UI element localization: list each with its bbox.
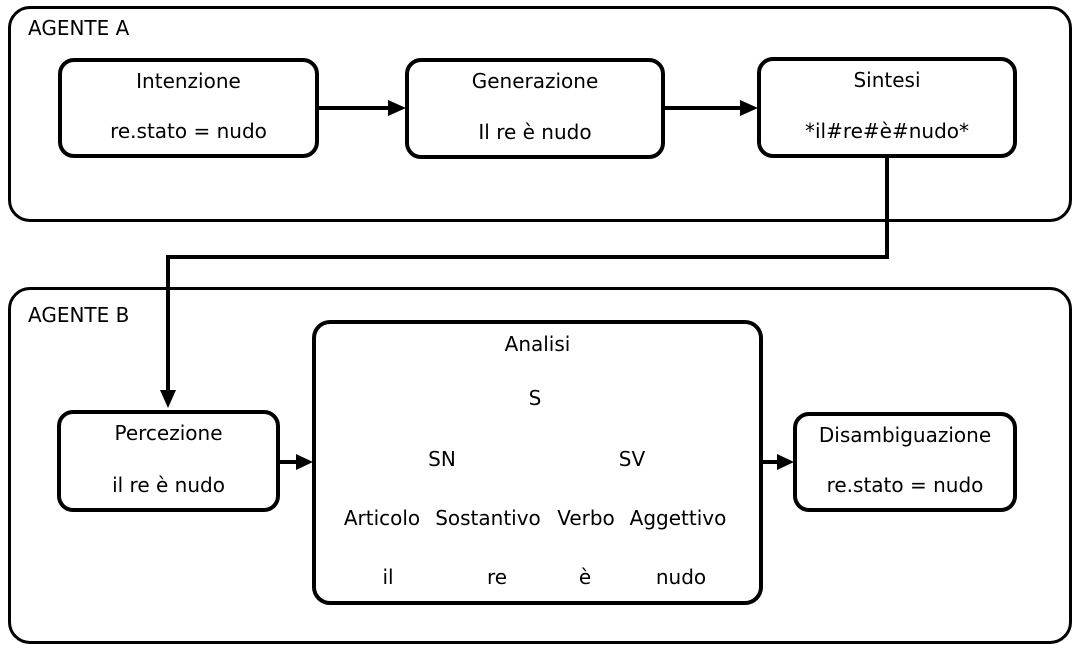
- perception-value: il re è nudo: [112, 473, 225, 497]
- intention-value: re.stato = nudo: [110, 119, 267, 143]
- analysis-title: Analisi: [504, 332, 571, 356]
- disambiguation-title: Disambiguazione: [818, 423, 992, 447]
- intention-box: Intenzione re.stato = nudo: [58, 58, 319, 158]
- tree-node-sn: SN: [428, 447, 456, 471]
- tree-node-sostantivo: Sostantivo: [435, 506, 541, 530]
- perception-box: Percezione il re è nudo: [57, 410, 280, 512]
- tree-node-verbo: Verbo: [557, 506, 615, 530]
- synthesis-box: Sintesi *il#re#è#nudo*: [757, 57, 1017, 158]
- agent-a-label: AGENTE A: [28, 16, 130, 40]
- synthesis-value: *il#re#è#nudo*: [804, 119, 970, 143]
- generation-value: Il re è nudo: [478, 120, 592, 144]
- generation-box: Generazione Il re è nudo: [405, 58, 665, 159]
- disambiguation-box: Disambiguazione re.stato = nudo: [793, 412, 1017, 512]
- agent-b-container: [8, 287, 1072, 644]
- agent-a-container: [8, 6, 1072, 222]
- perception-title: Percezione: [114, 421, 223, 445]
- tree-node-articolo: Articolo: [343, 506, 421, 530]
- agent-b-label: AGENTE B: [28, 303, 130, 327]
- tree-word-il: il: [382, 565, 394, 589]
- analysis-box: Analisi: [312, 320, 763, 605]
- tree-node-aggettivo: Aggettivo: [629, 506, 727, 530]
- intention-title: Intenzione: [136, 69, 241, 93]
- generation-title: Generazione: [471, 69, 599, 93]
- tree-node-sv: SV: [618, 447, 646, 471]
- tree-word-e: è: [578, 565, 592, 589]
- tree-node-s: S: [528, 386, 542, 410]
- synthesis-title: Sintesi: [853, 68, 921, 92]
- tree-word-nudo: nudo: [655, 565, 707, 589]
- tree-word-re: re: [486, 565, 508, 589]
- disambiguation-value: re.stato = nudo: [826, 473, 984, 497]
